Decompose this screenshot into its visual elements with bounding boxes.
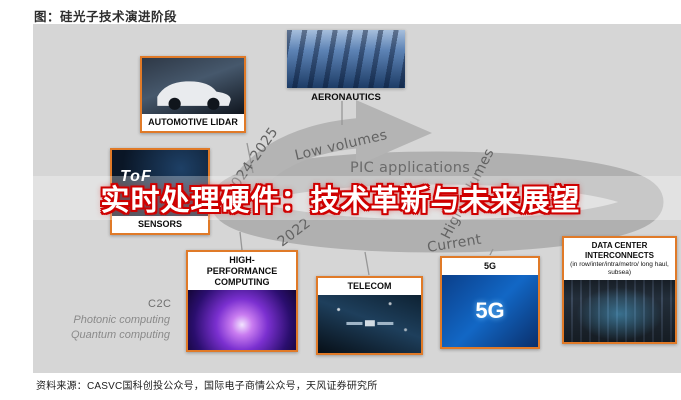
automotive-lidar-image	[142, 58, 244, 114]
datacenter-image	[564, 280, 675, 343]
label-pic-applications: PIC applications	[350, 160, 470, 176]
tof-sensor-image: ToF	[112, 150, 208, 216]
node-tof-sensors: ToF SENSORS	[110, 148, 210, 235]
telecom-label: TELECOM	[318, 278, 421, 295]
node-datacenter: DATA CENTER INTERCONNECTS (in row/inter/…	[562, 236, 677, 345]
satellite-icon	[346, 320, 393, 327]
aeronautics-label: AERONAUTICS	[311, 92, 381, 103]
photonic-computing-note: Photonic computing	[73, 314, 170, 326]
arrow-head	[356, 100, 432, 166]
automotive-lidar-label: AUTOMOTIVE LIDAR	[142, 114, 244, 131]
tof-logo: ToF	[120, 168, 152, 185]
c2c-note: C2C	[148, 298, 172, 310]
headline-text: 实时处理硬件：技术革新与未来展望	[100, 185, 581, 217]
5g-label: 5G	[442, 258, 538, 275]
computing-notes: Photonic computing Quantum computing	[28, 313, 170, 343]
tof-sensors-label: SENSORS	[112, 216, 208, 233]
connector-lines	[239, 101, 494, 276]
node-telecom: TELECOM	[316, 276, 423, 355]
node-automotive-lidar: AUTOMOTIVE LIDAR	[140, 56, 246, 133]
headline-banner: 实时处理硬件：技术革新与未来展望	[0, 176, 681, 220]
hpc-label: HIGH-PERFORMANCE COMPUTING	[188, 252, 296, 291]
car-icon	[157, 81, 231, 110]
5g-image: 5G	[442, 274, 538, 347]
figure-title: 图：硅光子技术演进阶段	[34, 10, 178, 24]
hpc-image	[188, 290, 296, 351]
quantum-computing-note: Quantum computing	[70, 329, 170, 341]
aeronautics-image	[287, 30, 405, 88]
5g-image-text: 5G	[475, 297, 505, 323]
source-note: 资料来源：CASVC国科创投公众号，国际电子商情公众号，天风证券研究所	[36, 381, 378, 392]
ribbon-future-arrow	[217, 118, 362, 218]
datacenter-label: DATA CENTER INTERCONNECTS	[564, 238, 675, 262]
telecom-image	[318, 294, 421, 353]
node-5g: 5G 5G	[440, 256, 540, 349]
node-hpc: HIGH-PERFORMANCE COMPUTING	[186, 250, 298, 353]
footer-strip	[0, 373, 681, 400]
datacenter-sublabel: (in row/inter/intra/metro/ long haul, su…	[564, 261, 675, 281]
